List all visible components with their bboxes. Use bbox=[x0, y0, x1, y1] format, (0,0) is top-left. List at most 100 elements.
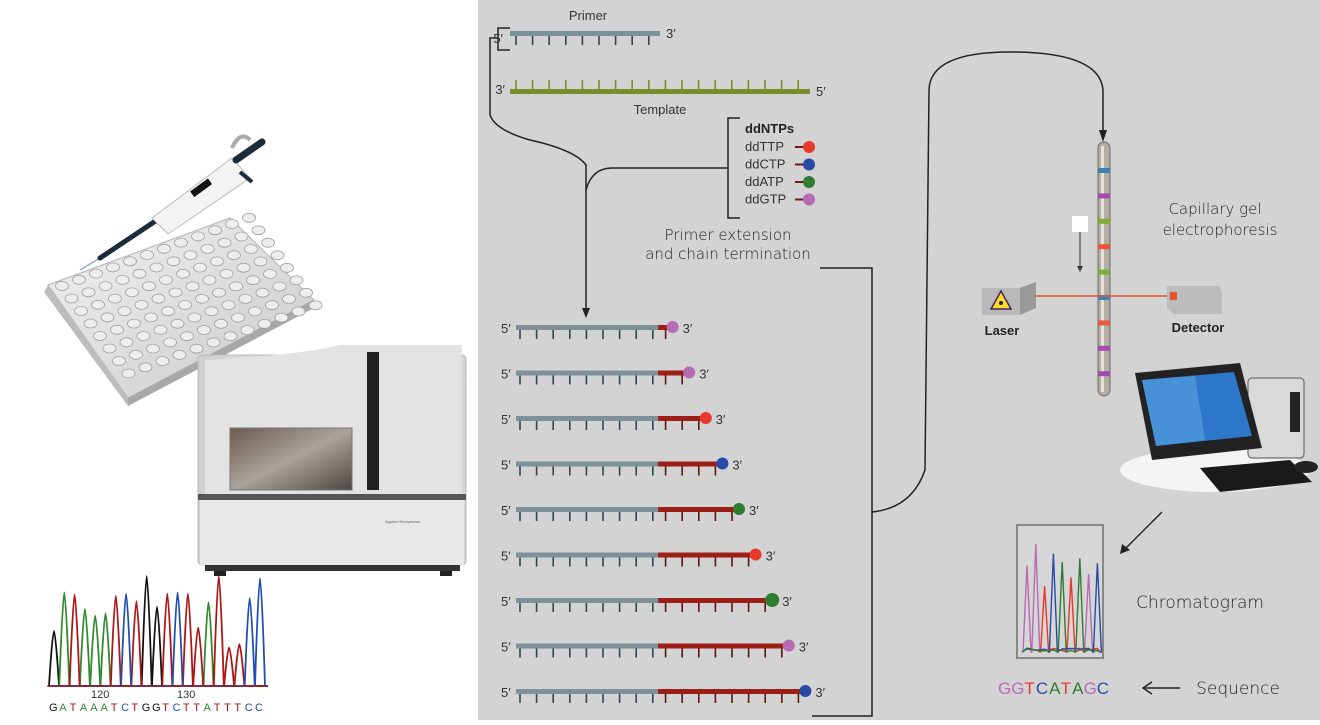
plate-well bbox=[262, 238, 275, 247]
fragment-extension-segment bbox=[658, 507, 739, 512]
plate-well bbox=[201, 244, 214, 253]
ddntp-label: ddCTP bbox=[745, 157, 785, 172]
fragment-5-prime: 5′ bbox=[501, 503, 511, 518]
plate-well bbox=[275, 313, 288, 322]
trace-base-letter: A bbox=[90, 702, 98, 714]
fragment-7: 5′3′ bbox=[501, 593, 792, 612]
fragment-5-prime: 5′ bbox=[501, 549, 511, 564]
plate-well bbox=[254, 257, 267, 266]
fragment-primer-segment bbox=[516, 325, 658, 330]
plate-well bbox=[266, 301, 279, 310]
plate-well bbox=[241, 326, 254, 335]
fragment-3-prime: 3′ bbox=[766, 549, 776, 564]
plate-well bbox=[130, 350, 143, 359]
plate-well bbox=[224, 332, 237, 341]
plate-well bbox=[247, 276, 260, 285]
plate-well bbox=[203, 276, 216, 285]
primer-3-prime: 3′ bbox=[666, 26, 676, 41]
ddntp-item-ddatp: ddATP bbox=[745, 174, 815, 189]
svg-text:Applied Biosystems: Applied Biosystems bbox=[385, 519, 420, 524]
migration-indicator bbox=[1072, 216, 1088, 232]
plate-well bbox=[292, 307, 305, 316]
plate-well bbox=[94, 332, 107, 341]
fragment-primer-segment bbox=[516, 689, 658, 694]
sequence-base: C bbox=[1036, 679, 1048, 698]
trace-base-letter: C bbox=[245, 702, 253, 714]
computer-icon bbox=[1120, 363, 1318, 492]
plate-well bbox=[150, 263, 163, 272]
terminator-dot-icon bbox=[765, 593, 779, 607]
plate-well bbox=[228, 251, 241, 260]
sequence-base: G bbox=[1084, 679, 1097, 698]
plate-well bbox=[232, 313, 245, 322]
plate-well bbox=[128, 319, 141, 328]
plate-well bbox=[133, 269, 146, 278]
terminator-dot-icon bbox=[733, 503, 745, 515]
plate-well bbox=[143, 282, 156, 291]
plate-well bbox=[164, 338, 177, 347]
fragment-primer-segment bbox=[516, 644, 658, 649]
to-capillary-connector bbox=[872, 52, 1103, 512]
template-3-prime: 3′ bbox=[495, 82, 505, 97]
fragment-primer-segment bbox=[516, 416, 658, 421]
ddntp-dot-icon bbox=[803, 176, 815, 188]
ddntp-label: ddATP bbox=[745, 174, 784, 189]
trace-base-letter: T bbox=[193, 702, 200, 714]
plate-well bbox=[181, 332, 194, 341]
plate-well bbox=[177, 269, 190, 278]
sequence-base: A bbox=[1049, 679, 1061, 698]
plate-well bbox=[73, 275, 86, 284]
fragment-5-prime: 5′ bbox=[501, 458, 511, 473]
detector-icon bbox=[1167, 286, 1222, 314]
plate-well bbox=[82, 288, 95, 297]
plate-well bbox=[173, 350, 186, 359]
fragment-3: 5′3′ bbox=[501, 412, 726, 430]
trace-base-letter: T bbox=[162, 702, 169, 714]
trace-base-letter: A bbox=[101, 702, 109, 714]
plate-well bbox=[109, 294, 122, 303]
template-label: Template bbox=[634, 102, 687, 117]
plate-well bbox=[75, 307, 88, 316]
capillary-band bbox=[1098, 346, 1110, 351]
capillary-band bbox=[1098, 193, 1110, 198]
trace-base-letter: G bbox=[142, 702, 151, 714]
sequence-base: A bbox=[1072, 679, 1084, 698]
plate-well bbox=[158, 244, 171, 253]
chromatogram-label: Chromatogram bbox=[1136, 593, 1264, 613]
fragment-primer-segment bbox=[516, 598, 658, 603]
trace-base-letter: A bbox=[204, 702, 212, 714]
computer-arrow bbox=[1126, 512, 1162, 548]
plate-well bbox=[264, 270, 277, 279]
plate-well bbox=[175, 238, 188, 247]
plate-well bbox=[235, 232, 248, 241]
fragment-6: 5′ 3′ bbox=[501, 549, 776, 567]
plate-well bbox=[245, 245, 258, 254]
plate-well bbox=[252, 226, 265, 235]
fragment-5-prime: 5′ bbox=[501, 367, 511, 382]
fragment-5-prime: 5′ bbox=[501, 685, 511, 700]
chromatogram-chart bbox=[1017, 525, 1103, 658]
terminator-dot-icon bbox=[799, 685, 811, 697]
plate-well bbox=[194, 263, 207, 272]
plate-well bbox=[162, 307, 175, 316]
plate-well bbox=[300, 288, 313, 297]
capillary-tube bbox=[1098, 142, 1110, 396]
plate-well bbox=[118, 307, 131, 316]
plate-well bbox=[215, 319, 228, 328]
ddntp-bracket bbox=[728, 118, 740, 218]
capillary-band bbox=[1098, 219, 1110, 224]
template-strand bbox=[510, 89, 810, 94]
ddntp-connector bbox=[586, 168, 728, 190]
terminator-dot-icon bbox=[716, 458, 728, 470]
diagram-canvas: Primer 5′ 3′ 3′ 5′ Template ddNTPs ddTTP… bbox=[478, 0, 1320, 720]
trace-base-letter: C bbox=[255, 702, 263, 714]
trace-base-letter: T bbox=[224, 702, 231, 714]
lab-equipment-panel: Applied Biosystems 120 130 GATAAATCTGGTC… bbox=[0, 0, 478, 720]
sequence-base: T bbox=[1024, 679, 1034, 698]
fragment-5-prime: 5′ bbox=[501, 412, 511, 427]
plate-well bbox=[283, 295, 296, 304]
plate-well bbox=[184, 251, 197, 260]
fragment-3-prime: 3′ bbox=[799, 640, 809, 655]
plate-well bbox=[213, 288, 226, 297]
fragment-3-prime: 3′ bbox=[699, 367, 709, 382]
